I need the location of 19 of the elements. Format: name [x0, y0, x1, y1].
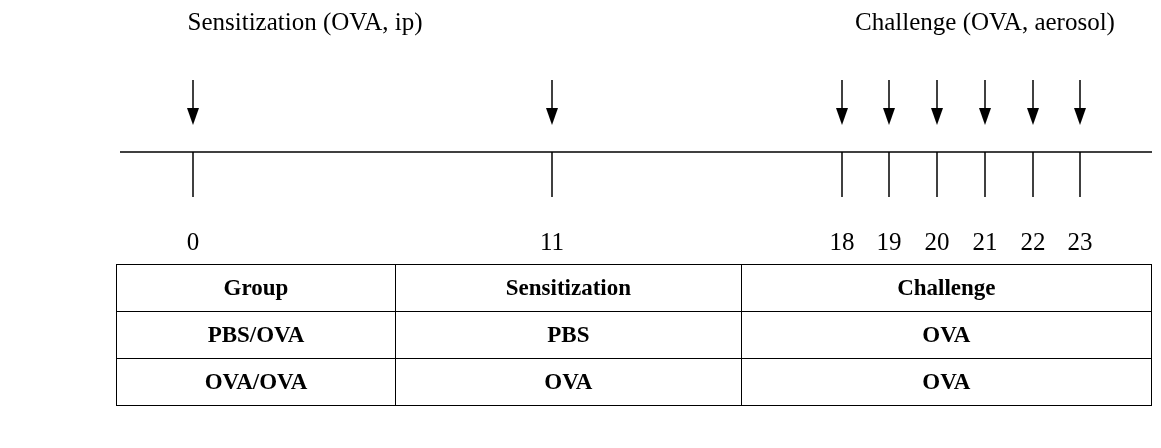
day-number: 23 — [1067, 228, 1093, 256]
header-cell: Sensitization — [395, 264, 742, 312]
day-number: 11 — [539, 228, 565, 256]
phase-heading: Challenge (OVA, aerosol) — [855, 8, 1115, 36]
table-cell: PBS — [395, 311, 742, 359]
phase-heading: Sensitization (OVA, ip) — [187, 8, 423, 36]
day-number: 18 — [829, 228, 855, 256]
day-number: 0 — [186, 228, 200, 256]
header-cell: Challenge — [741, 264, 1152, 312]
day-number: 22 — [1020, 228, 1046, 256]
day-number: 19 — [876, 228, 902, 256]
day-number: 20 — [924, 228, 950, 256]
table-cell: OVA — [395, 358, 742, 406]
day-number: 21 — [972, 228, 998, 256]
table-cell: OVA/OVA — [116, 358, 396, 406]
header-cell: Group — [116, 264, 396, 312]
table-cell: OVA — [741, 358, 1152, 406]
table-cell: OVA — [741, 311, 1152, 359]
table-cell: PBS/OVA — [116, 311, 396, 359]
